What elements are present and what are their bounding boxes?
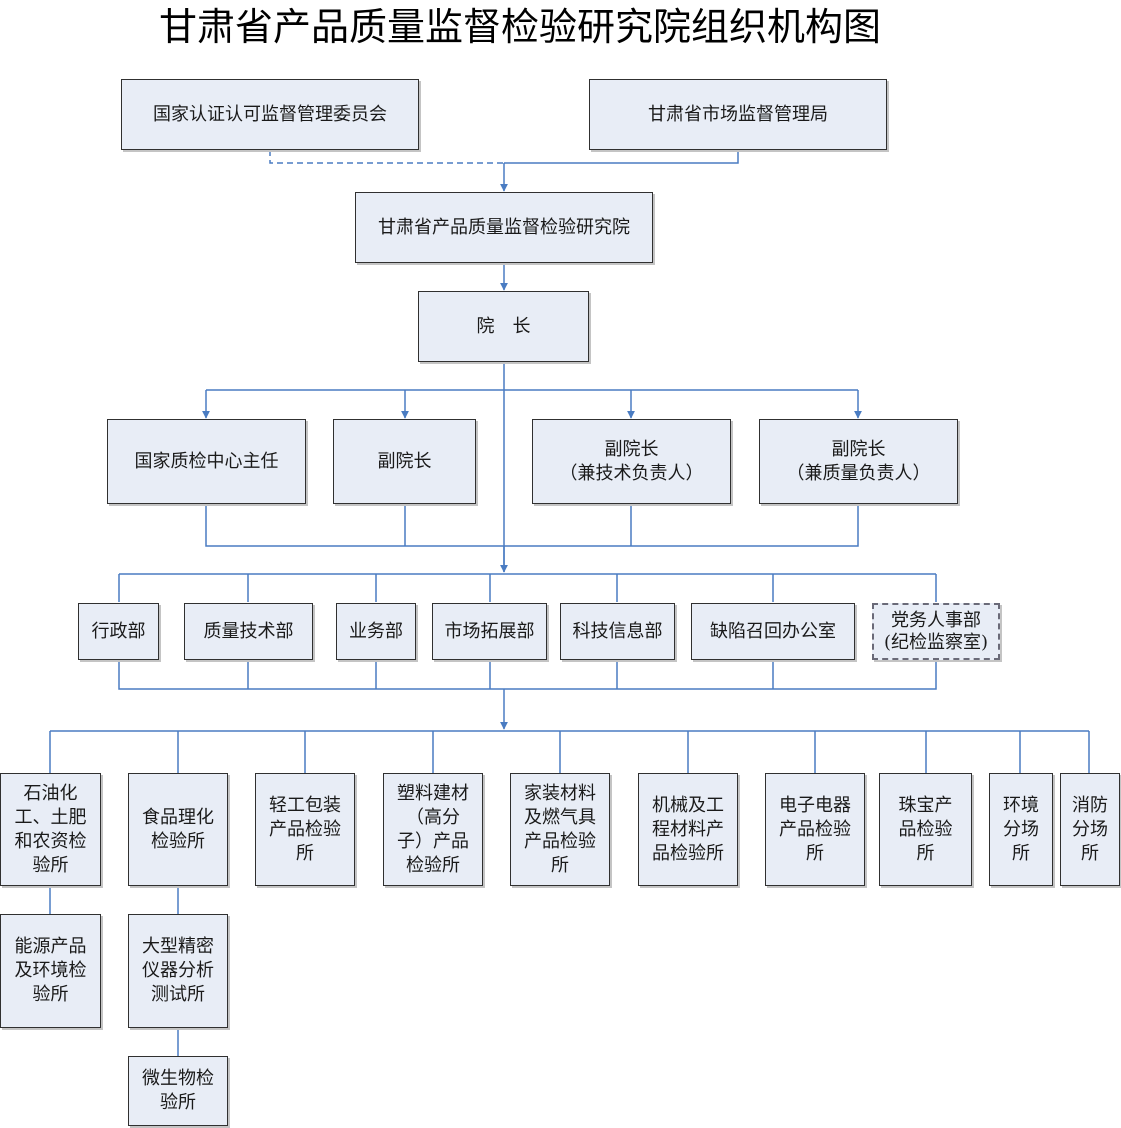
node-label: 环境 分场 所 (1003, 794, 1039, 864)
node-label: 院 长 (476, 315, 531, 337)
lab-jewelry: 珠宝产 品检验 所 (879, 773, 972, 886)
node-label: 珠宝产 品检验 所 (898, 794, 953, 864)
lab-large-precision-instrument: 大型精密 仪器分析 测试所 (128, 914, 228, 1028)
node-label: 国家认证认可监督管理委员会 (153, 103, 387, 125)
lab-energy-environment: 能源产品 及环境检 验所 (0, 914, 101, 1028)
dept-science-information: 科技信息部 (560, 603, 675, 660)
lab-microbiology: 微生物检 验所 (128, 1056, 228, 1126)
node-label: 轻工包装 产品检验 所 (269, 794, 341, 864)
dept-market-expansion: 市场拓展部 (432, 603, 547, 660)
node-label: 副院长 （兼质量负责人） (786, 438, 931, 484)
node-label: 副院长 （兼技术负责人） (559, 438, 704, 484)
node-label: 能源产品 及环境检 验所 (14, 936, 87, 1005)
dept-quality-technology: 质量技术部 (184, 603, 313, 660)
lab-light-industry-packaging: 轻工包装 产品检验 所 (255, 773, 355, 886)
node-label: 副院长 (377, 450, 432, 472)
node-label: 机械及工 程材料产 品检验所 (652, 794, 724, 864)
labs-top-bus (49, 730, 1090, 773)
node-label: 消防 分场 所 (1072, 794, 1108, 864)
lab-environment-branch: 环境 分场 所 (989, 773, 1053, 886)
node-vice-president-tech: 副院长 （兼技术负责人） (532, 419, 731, 504)
departments-bottom-bus (118, 660, 937, 690)
node-label: 大型精密 仪器分析 测试所 (142, 936, 214, 1005)
lab-food-physicochemical: 食品理化 检验所 (128, 773, 228, 886)
node-label: 业务部 (349, 620, 403, 642)
node-label: 市场拓展部 (444, 620, 535, 642)
chart-title: 甘肃省产品质量监督检验研究院组织机构图 (158, 5, 881, 49)
node-label: 食品理化 检验所 (142, 806, 214, 852)
node-label: 电子电器 产品检验 所 (779, 794, 851, 864)
lab-plastic-building-materials: 塑料建材 （高分 子）产品 检验所 (383, 773, 483, 886)
dept-business: 业务部 (336, 603, 416, 660)
node-vice-president: 副院长 (333, 419, 476, 504)
node-label: 家装材料 及燃气具 产品检验 所 (524, 782, 596, 876)
leaders-merge (205, 504, 859, 547)
node-vice-president-quality: 副院长 （兼质量负责人） (759, 419, 958, 504)
dashed-link-cnca (269, 150, 504, 164)
node-label: 国家质检中心主任 (134, 450, 279, 472)
node-label: 塑料建材 （高分 子）产品 检验所 (397, 782, 469, 876)
lab-electronic-electrical: 电子电器 产品检验 所 (765, 773, 865, 886)
dept-party-personnel: 党务人事部 (纪检监察室) (872, 603, 1000, 660)
node-president: 院 长 (418, 291, 589, 362)
node-label: 微生物检 验所 (142, 1068, 214, 1113)
dept-administration: 行政部 (78, 603, 159, 660)
node-provincial-bureau: 甘肃省市场监督管理局 (589, 79, 887, 150)
lab-home-materials-gas-appliances: 家装材料 及燃气具 产品检验 所 (510, 773, 610, 886)
node-label: 甘肃省市场监督管理局 (648, 103, 828, 125)
node-label: 党务人事部 (纪检监察室) (883, 609, 989, 653)
lab-petrochemical-soil-fertilizer: 石油化 工、土肥 和农资检 验所 (0, 773, 101, 886)
node-label: 缺陷召回办公室 (710, 620, 836, 642)
departments-top-bus (118, 573, 937, 602)
node-label: 石油化 工、土肥 和农资检 验所 (14, 782, 87, 876)
node-label: 行政部 (91, 620, 146, 642)
node-national-center-director: 国家质检中心主任 (107, 419, 306, 504)
link-provincial-bureau (504, 150, 739, 164)
node-cnca: 国家认证认可监督管理委员会 (121, 79, 419, 150)
lab-fire-protection-branch: 消防 分场 所 (1060, 773, 1120, 886)
node-label: 科技信息部 (572, 620, 663, 642)
node-label: 质量技术部 (203, 620, 294, 642)
node-institute: 甘肃省产品质量监督检验研究院 (355, 192, 653, 263)
node-label: 甘肃省产品质量监督检验研究院 (378, 216, 630, 238)
lab-mechanical-engineering-materials: 机械及工 程材料产 品检验所 (638, 773, 738, 886)
dept-defect-recall-office: 缺陷召回办公室 (691, 603, 855, 660)
